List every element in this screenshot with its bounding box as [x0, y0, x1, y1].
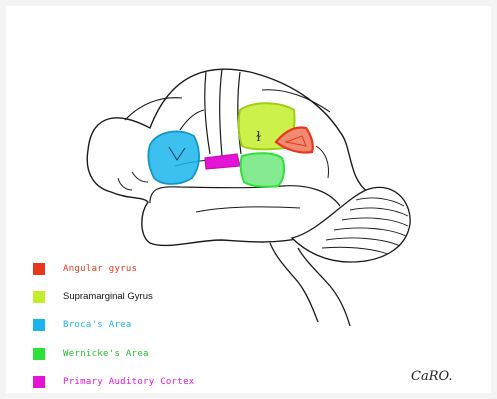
- legend-swatch-wernickes-area: [33, 348, 45, 360]
- artist-signature: CaRO.: [409, 364, 469, 386]
- legend-swatch-brocas-area: [33, 319, 45, 331]
- svg-text:CaRO.: CaRO.: [411, 369, 453, 384]
- central-sulcus-2: [220, 69, 222, 156]
- small-fold-2: [118, 178, 132, 190]
- legend-swatch-angular-gyrus: [33, 263, 45, 275]
- supramarginal-gyrus-mark: ɫ: [256, 130, 261, 145]
- frontal-gyrus-stroke-2: [180, 110, 204, 130]
- legend-item-angular-gyrus: Angular gyrus: [33, 262, 137, 276]
- legend-item-wernickes-area: Wernicke's Area: [33, 347, 149, 361]
- brocas-area-region: [148, 131, 199, 184]
- legend-swatch-supramarginal-gyrus: [33, 291, 45, 303]
- central-sulcus-1: [205, 72, 210, 154]
- legend-label-primary-auditory-cortex: Primary Auditory Cortex: [63, 376, 195, 388]
- legend-swatch-primary-auditory-cortex: [33, 376, 45, 388]
- temporal-fold: [196, 207, 300, 212]
- cerebellum-outline: [292, 187, 410, 262]
- legend-label-wernickes-area: Wernicke's Area: [63, 348, 149, 360]
- legend-item-brocas-area: Broca's Area: [33, 318, 132, 332]
- small-fold-1: [132, 172, 148, 182]
- legend-label-angular-gyrus: Angular gyrus: [63, 263, 137, 275]
- primary-auditory-cortex-region: [205, 154, 240, 169]
- legend-label-brocas-area: Broca's Area: [63, 319, 132, 331]
- occipital-fold: [316, 146, 329, 178]
- legend-item-primary-auditory-cortex: Primary Auditory Cortex: [33, 375, 195, 389]
- temporal-lobe-outline: [150, 186, 340, 206]
- legend-label-supramarginal-gyrus: Supramarginal Gyrus: [63, 291, 153, 303]
- wernickes-area-region: [241, 153, 284, 187]
- legend-item-supramarginal-gyrus: Supramarginal Gyrus: [33, 290, 153, 304]
- frontal-gyrus-stroke: [125, 98, 182, 120]
